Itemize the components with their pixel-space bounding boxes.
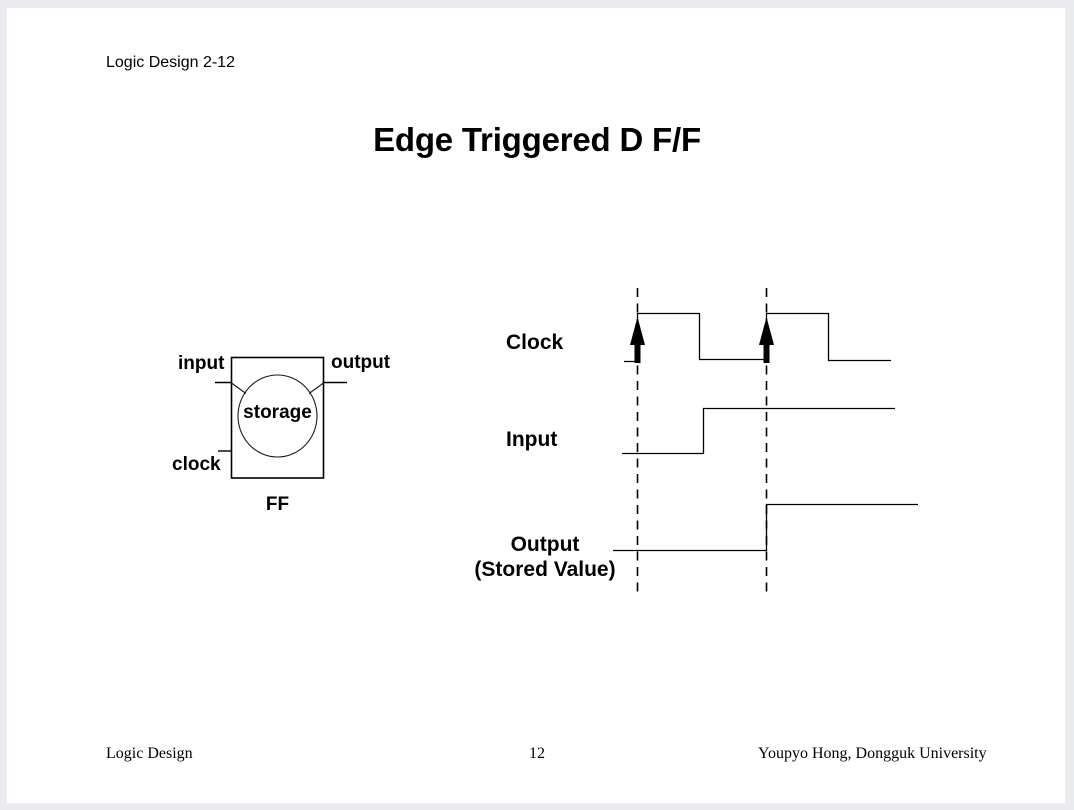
rising-edge-arrow-1	[630, 317, 645, 363]
ff-clock-label: clock	[172, 454, 221, 475]
footer-author: Youpyo Hong, Dongguk University	[758, 745, 987, 762]
timing-diagram-graphics	[613, 288, 918, 592]
footer-course-name: Logic Design	[106, 745, 193, 762]
timing-output-label-line2: (Stored Value)	[474, 558, 616, 581]
clock-waveform	[624, 312, 891, 363]
timing-output-label: Output (Stored Value)	[460, 532, 630, 582]
rising-edge-arrow-2	[759, 317, 774, 363]
footer-page-number: 12	[529, 745, 545, 762]
timing-output-label-line1: Output	[510, 533, 580, 556]
slide-title: Edge Triggered D F/F	[373, 121, 701, 158]
ff-caption: FF	[265, 494, 290, 515]
timing-clock-label: Clock	[506, 331, 564, 354]
ff-block-diagram	[215, 356, 347, 479]
ff-output-diagonal	[308, 382, 324, 394]
ff-box	[230, 356, 325, 479]
storage-ellipse	[237, 374, 318, 458]
ff-input-label: input	[178, 353, 225, 374]
output-waveform	[613, 503, 918, 552]
ff-input-diagonal	[231, 382, 247, 394]
input-waveform	[622, 407, 895, 455]
slide-page	[7, 8, 1065, 803]
timing-input-label: Input	[506, 428, 558, 451]
slide-header: Logic Design 2-12	[106, 54, 235, 71]
ff-storage-label: storage	[243, 402, 312, 423]
ff-output-label: output	[331, 352, 391, 373]
